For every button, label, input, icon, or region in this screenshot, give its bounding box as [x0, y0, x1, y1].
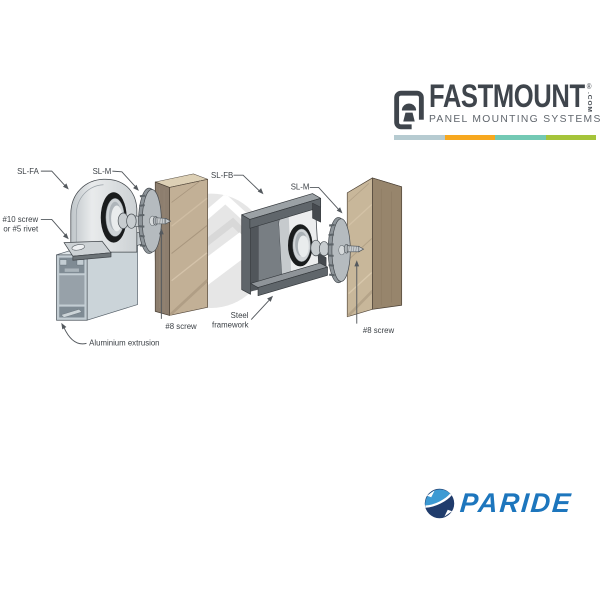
label-steel-line1: Steel: [231, 311, 249, 320]
clip-body-contour: [75, 184, 104, 253]
fastmount-color-bar: [394, 135, 596, 140]
clip-side-shade: [278, 214, 292, 280]
label-sl-m-left: SL-M: [93, 167, 112, 176]
icon-frame-notch: [411, 119, 424, 130]
registered-mark: ®: [586, 82, 592, 91]
bar-segment-bluegray: [394, 135, 445, 140]
label-screw8-right: #8 screw: [363, 326, 395, 335]
icon-notch-top: [426, 489, 435, 497]
screw-tip: [165, 217, 172, 225]
panel-edge-face: [372, 177, 403, 310]
bar-segment-teal: [495, 135, 546, 140]
sl-m-disc-right: [327, 217, 351, 284]
fastmount-name: FASTMOUNT: [429, 78, 585, 114]
label-screw8-left: #8 screw: [165, 322, 197, 331]
t-slot-web: [64, 268, 79, 272]
icon-s-divider: [425, 493, 452, 508]
leader-screw10: [40, 218, 66, 236]
paride-name: PARIDE: [458, 487, 574, 518]
screw-threads: [157, 218, 166, 225]
label-aluminium-extrusion: Aluminium extrusion: [89, 338, 159, 347]
sl-m-disc-left: [138, 187, 162, 254]
icon-frame: [394, 90, 424, 130]
channel-top-lip: [312, 202, 321, 223]
leader-steel: [250, 300, 270, 320]
bar-segment-green: [545, 135, 596, 140]
labels: SL-FA SL-M #10 screw or #5 rivet #8 scre…: [3, 167, 395, 348]
extrusion-hollow: [59, 275, 85, 305]
panel-edge-grain: [380, 188, 392, 306]
screw-threads: [348, 245, 357, 253]
exploded-diagram: SL-FA SL-M #10 screw or #5 rivet #8 scre…: [3, 167, 403, 348]
fastmount-suffix: ® .COM: [586, 83, 592, 113]
t-slot-tab: [59, 259, 67, 266]
label-sl-fa: SL-FA: [17, 167, 39, 176]
label-screw10-line2: or #5 rivet: [3, 225, 39, 234]
fastmount-name-row: FASTMOUNT ® .COM: [429, 78, 592, 114]
leader-aluminium: [63, 327, 87, 345]
icon-dome: [401, 103, 417, 111]
fastmount-logo: FASTMOUNT ® .COM PANEL MOUNTING SYSTEMS: [394, 80, 600, 140]
stem-bulge: [318, 241, 330, 257]
label-screw10-line1: #10 screw: [3, 215, 39, 224]
label-sl-fb: SL-FB: [211, 171, 233, 180]
stem-bulge: [126, 213, 137, 229]
icon-stem: [403, 112, 415, 122]
wood-panel-left: [154, 173, 208, 316]
extrusion-bottom-rail: [61, 309, 82, 318]
leader-sl-fb: [233, 174, 261, 192]
channel-web: [241, 214, 251, 295]
sl-fb-clip: [278, 209, 320, 281]
paride-swoosh-icon: [424, 488, 455, 518]
disc-ribs: [138, 194, 146, 248]
bar-segment-orange: [444, 135, 495, 140]
bore: [297, 235, 309, 258]
sl-m-stem-left: [117, 212, 142, 229]
screw-tip: [358, 245, 365, 253]
channel-bottom-flange-front: [257, 266, 328, 297]
fastmount-clip-icon: [394, 90, 424, 130]
domain-suffix: .COM: [586, 92, 592, 113]
clip-foot-slot: [71, 244, 85, 251]
panel-grain: [347, 183, 373, 317]
leader-lines: [40, 170, 360, 345]
leader-sl-fa: [40, 170, 66, 187]
leader-sl-m-left: [112, 170, 136, 188]
icon-notch-bottom: [444, 509, 453, 517]
label-sl-m-right: SL-M: [291, 182, 310, 191]
leader-sl-m-right: [309, 186, 340, 211]
steel-framework-front: [241, 193, 328, 297]
t-slot-tab: [76, 259, 84, 266]
screw-left: [152, 216, 172, 226]
clip-foot-edge: [72, 252, 112, 261]
paride-logo: PARIDE: [424, 486, 574, 520]
disc-ribs: [328, 223, 335, 277]
fastmount-tagline: PANEL MOUNTING SYSTEMS: [429, 113, 600, 125]
label-steel-line2: framework: [212, 321, 249, 330]
fastmount-text-column: FASTMOUNT ® .COM PANEL MOUNTING SYSTEMS: [429, 78, 600, 125]
fastmount-logo-top: FASTMOUNT ® .COM PANEL MOUNTING SYSTEMS: [394, 80, 600, 130]
panel-grain: [169, 179, 208, 316]
screw-right: [343, 243, 365, 254]
